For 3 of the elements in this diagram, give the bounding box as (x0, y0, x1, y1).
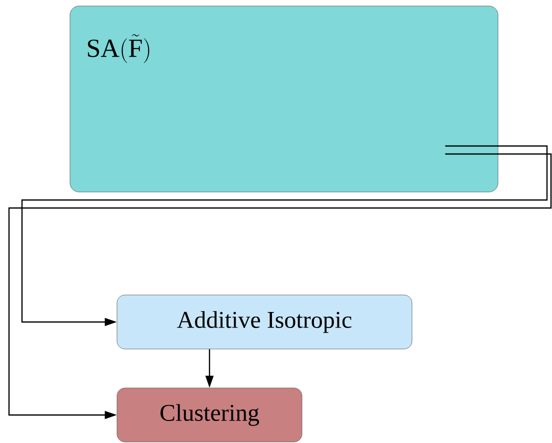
process-box: $\mathrm{SA}(\tilde{\mathrm{F}})$ (70, 6, 498, 192)
process-box: Additive Isotropic (116, 294, 412, 350)
process-box: Clustering (116, 388, 302, 442)
